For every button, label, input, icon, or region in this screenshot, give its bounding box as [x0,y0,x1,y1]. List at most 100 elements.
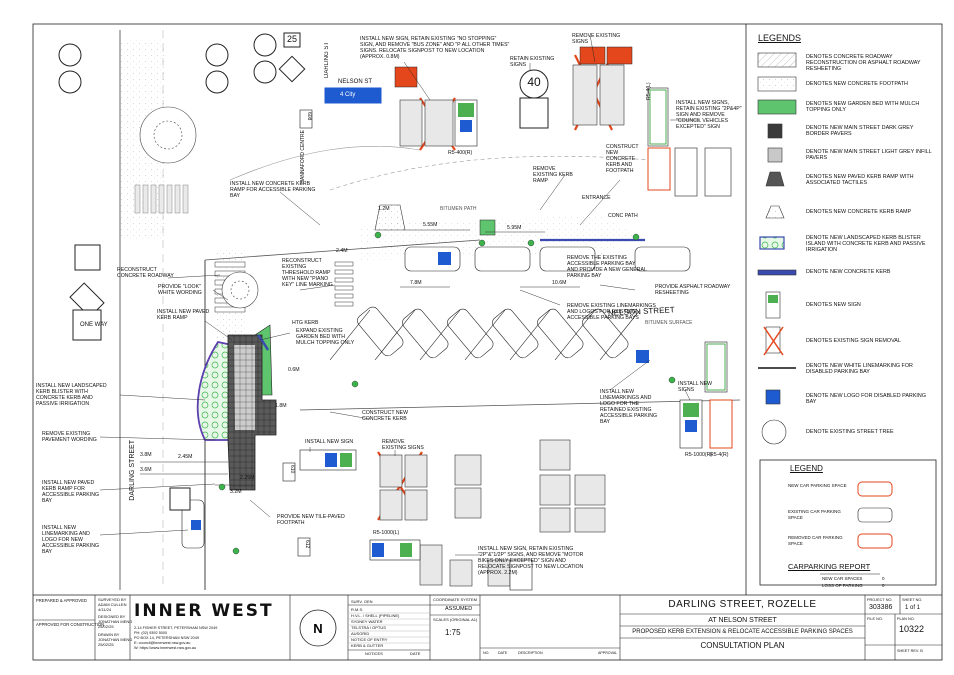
legend-item-8: DENOTE NEW LANDSCAPED KERB BLISTER ISLAN… [806,235,926,254]
tb-service-6: AUSGRID [351,631,370,636]
tb-at-street: AT NELSON STREET [708,617,777,624]
tb-approved-construction: APPROVED FOR CONSTRUCTION [36,622,105,627]
note-retain-existing: RETAIN EXISTING SIGNS [510,56,555,68]
sign-tag-610: 610 [289,465,295,474]
car-legend-removed: REMOVED CAR PARKING SPACE [788,535,843,546]
note-htg-kerb: HTG KERB [292,320,319,326]
tb-rev-no: NO. [483,651,490,655]
new-signs [299,87,733,591]
tb-rev-description: DESCRIPTION [518,651,543,655]
tb-plan-no-label: PLAN NO. [897,617,915,621]
street-nelson-sign: NELSON ST [338,79,373,85]
note-install-no-stopping: INSTALL NEW SIGN, RETAIN EXISTING "NO ST… [360,36,510,60]
tb-surveyor: ADAM CULLEN [98,602,127,607]
note-construct-new-kerb: CONSTRUCT NEW CONCRETE KERB [362,410,409,422]
legend-item-10: DENOTES NEW SIGN [806,302,861,308]
street-entrance: ENTRANCE [582,195,611,201]
legend-item-3: DENOTES NEW GARDEN BED WITH MULCH TOPPIN… [806,101,920,114]
street-darling-label: DARLING ST [324,42,330,79]
street-city-sign: 4 City [340,92,356,98]
tb-service-8: KERB & GUTTER [351,643,384,648]
title-block-grid [33,595,942,660]
note-remove-kerb-ramp: REMOVE EXISTING KERB RAMP [533,166,573,184]
sign-id-r5-1000l: R5-1000(L) [373,530,400,536]
car-report-new-label: NEW CAR SPACES [822,576,863,581]
tb-designer: JONATHAN MENG [98,619,133,624]
street-one-way: ONE WAY [80,322,108,328]
tb-prepared: PREPARED & APPROVED [36,598,87,603]
tb-service-5: TELSTRA / OPTUS [351,625,386,630]
car-legend-icons [857,481,893,549]
legend-item-2: DENOTES NEW CONCRETE FOOTPATH [806,81,908,87]
tb-designed-label: DESIGNED BY [98,614,126,619]
tb-drawn-label: DRAWN BY [98,632,120,637]
tb-survey-date: 4/11/24 [98,607,112,612]
legend-item-4: DENOTE NEW MAIN STREET DARK GREY BORDER … [806,125,914,138]
disabled-road-logos [191,252,649,530]
note-install-threshold-ramp: INSTALL NEW CONCRETE KERB RAMP FOR ACCES… [230,181,316,199]
legend-swatches [757,52,797,445]
tb-notices: NOTICES [365,651,383,656]
tb-drawn-date: 25/02/25 [98,642,114,647]
note-install-paved-ramp-accessible: INSTALL NEW PAVED KERB RAMP FOR ACCESSIB… [42,480,99,504]
dim-2-25: 2.25m [240,475,255,481]
tb-plan-no: 10322 [899,624,925,634]
dim-1-8: 1.8m [275,403,287,409]
legend-title: LEGENDS [758,33,802,43]
note-remove-existing-signs: REMOVE EXISTING SIGNS [382,439,424,451]
tb-rev-date: DATE [498,651,508,655]
tb-street-title: DARLING STREET, ROZELLE [668,599,817,610]
car-legend-title: LEGEND [790,464,823,473]
sign-id-r5-400: R5-400(R) [448,150,473,156]
sign-id-r5-4l: R5-4(L) [646,82,652,100]
tb-drafter: JONATHAN MENG [98,637,133,642]
tb-address-4: W: https://www.innerwest.nsw.gov.au [134,646,197,650]
car-report-loss-value: 0 [882,583,885,588]
tb-address-3: E: council@innerwest.nsw.gov.au [134,641,191,645]
tb-sheet-no: 1 of 1 [905,605,921,611]
note-install-new-signs-right: INSTALL NEW SIGNS [678,381,713,393]
dim-3-8: 3.8m [140,452,152,458]
sign-tag-612: 612 [304,540,310,549]
note-remove-linemarkings: REMOVE EXISTING LINEMARKINGS AND LOGOS F… [567,303,656,321]
street-hannaford-centre: HANNAFORD CENTRE [300,130,306,184]
note-provide-asphalt: PROVIDE ASPHALT ROADWAY RESHEETING [655,284,731,296]
tb-project-no: 303386 [869,604,893,611]
legend-item-5: DENOTE NEW MAIN STREET LIGHT GREY INFILL… [806,149,932,162]
tb-assumed: ASSUMED [445,606,473,612]
tb-project-no-label: PROJECT NO. [867,598,893,602]
dim-3-6: 3.6m [140,467,152,473]
north-arrow-icon: N [299,609,337,647]
legend-item-9: DENOTE NEW CONCRETE KERB [806,269,891,275]
note-remove-existing-signs-top: REMOVE EXISTING SIGNS [572,33,621,45]
tb-service-3: H.V.L. / SHELL (PIPELINE) [351,613,400,618]
note-install-linemarkings-retained: INSTALL NEW LINEMARKINGS AND LOGO FOR TH… [600,389,657,425]
note-reconstruct-threshold: RECONSTRUCT EXISTING THRESHOLD RAMP WITH… [282,258,333,288]
tb-service-7: NOTICE OF ENTRY [351,637,388,642]
street-conc-path: CONC PATH [608,213,638,219]
note-provide-look: PROVIDE "LOOK" WHITE WORDING [158,284,202,296]
legend-item-13: DENOTE NEW LOGO FOR DISABLED PARKING BAY [806,393,927,406]
note-install-kerb-blister: INSTALL NEW LANDSCAPED KERB BLISTER WITH… [36,383,107,407]
dim-2-4: 2.4m [336,248,348,254]
tb-coordinate: COORDINATE SYSTEM [433,597,477,602]
tb-service-1: SURV. GEN [351,599,373,604]
street-bitumen-path: BITUMEN PATH [440,206,477,212]
note-install-council: INSTALL NEW SIGNS, RETAIN EXISTING "2P&4… [676,100,742,130]
note-install-paved-ramp: INSTALL NEW PAVED KERB RAMP [157,309,210,321]
speed-sign-40: 40 [527,75,541,89]
car-legend-new: NEW CAR PARKING SPACE [788,483,847,488]
tb-address-2: PO BOX 14, PETERSHAM NSW 2049 [134,636,199,640]
svg-text:N: N [313,621,322,636]
tb-description: PROPOSED KERB EXTENSION & RELOCATE ACCES… [632,629,853,635]
car-report-loss-label: LOSS OF PARKING [822,583,863,588]
tb-sheet-no-label: SHEET NO. [902,598,923,602]
street-trees [139,106,259,309]
note-provide-tile-footpath: PROVIDE NEW TILE-PAVED FOOTPATH [277,514,345,526]
note-expand-garden: EXPAND EXISTING GARDEN BED WITH MULCH TO… [296,328,355,346]
tb-design-date: 25/02/25 [98,624,114,629]
street-bitumen-surface: BITUMEN SURFACE [645,320,693,326]
tb-address: 2-14 FISHER STREET, PETERSHAM NSW 2049 [134,626,218,630]
legend-item-6: DENOTES NEW PAVED KERB RAMP WITH ASSOCIA… [806,174,914,187]
traffic-sign-icons [58,32,549,511]
